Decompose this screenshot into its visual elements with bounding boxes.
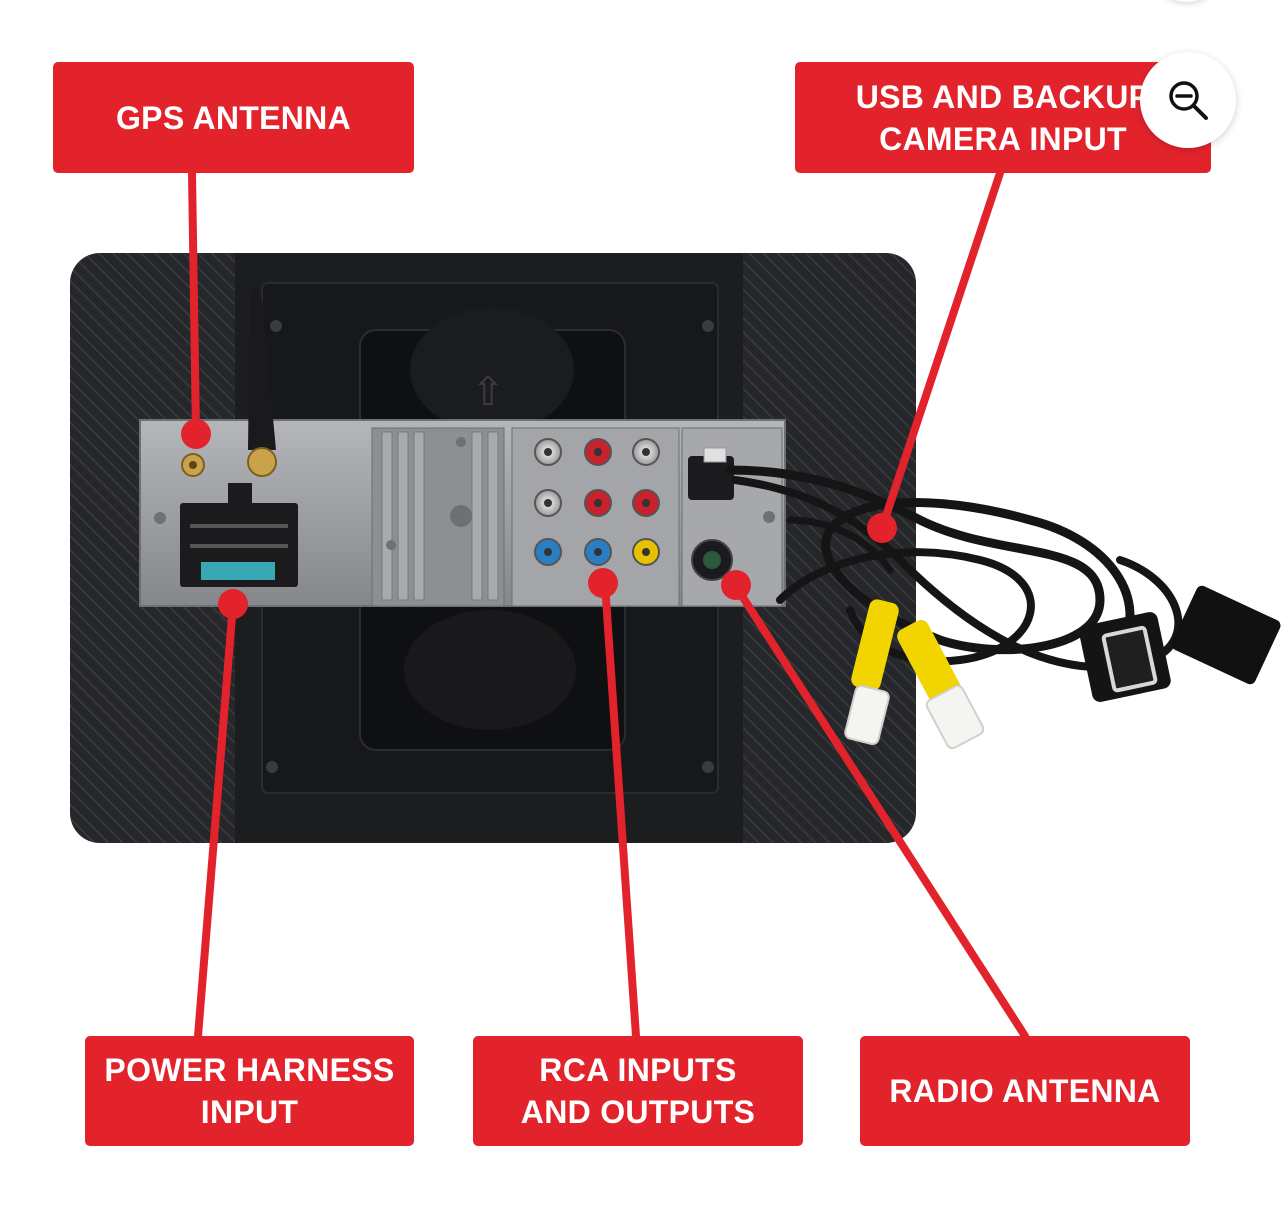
rca-jack-panel [534,438,660,566]
zoom-out-icon [1169,81,1208,120]
callout-rca-line-1: RCA INPUTS [539,1052,737,1088]
pointer-dots [181,419,897,619]
pointer-lines [188,169,1029,1040]
wifi-antenna [247,289,277,477]
callout-radio-line-1: RADIO ANTENNA [889,1073,1161,1109]
callout-rca-inputs-outputs: RCA INPUTS AND OUTPUTS [473,1036,803,1146]
cable-bundle [725,465,1183,672]
yellow-rca-plugs [844,599,985,750]
callout-rca-line-2: AND OUTPUTS [520,1094,756,1130]
callout-gps-line-1: GPS ANTENNA [115,99,352,136]
usb-camera-connector [688,447,734,500]
radio-antenna-jack [691,539,733,581]
top-overlay-button[interactable] [1150,0,1224,2]
callout-usb-line-2: CAMERA INPUT [879,120,1127,157]
gps-connector [181,453,205,477]
callout-power-line-1: POWER HARNESS [104,1052,395,1088]
callout-power-line-2: INPUT [200,1094,299,1130]
svg-text:⇧: ⇧ [471,369,505,415]
callout-radio-antenna: RADIO ANTENNA [860,1036,1190,1146]
zoom-out-button[interactable] [1140,52,1236,148]
callout-power-harness: POWER HARNESS INPUT [85,1036,414,1146]
callout-gps-antenna: GPS ANTENNA [53,62,414,173]
callout-usb-line-1: USB AND BACKUP [855,78,1151,115]
callout-usb-backup-camera: USB AND BACKUP CAMERA INPUT [795,62,1211,173]
power-harness-connector [180,483,298,587]
usb-plug [1079,585,1281,702]
